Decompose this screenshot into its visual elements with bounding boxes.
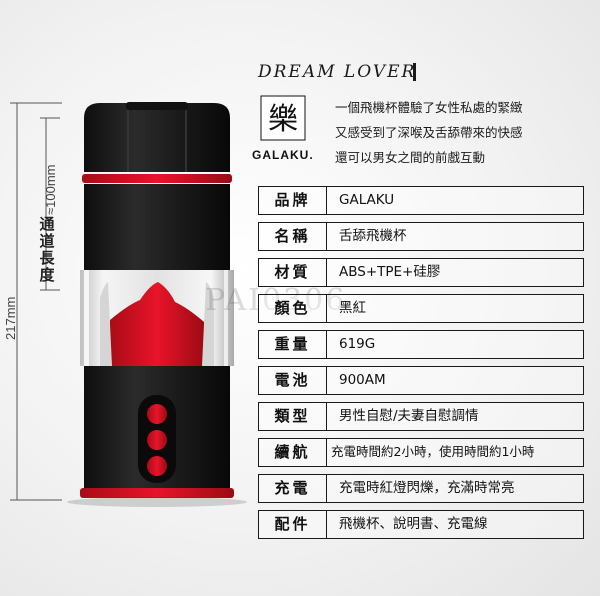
spec-row: 配件 飛機杯、說明書、充電線 xyxy=(258,510,584,539)
spec-label: 顏色 xyxy=(259,295,327,322)
spec-value: ABS+TPE+硅膠 xyxy=(339,264,441,280)
spec-value: 飛機杯、說明書、充電線 xyxy=(339,516,488,532)
spec-row: 材質 ABS+TPE+硅膠 xyxy=(258,258,584,287)
spec-value: 充電時紅燈閃爍，充滿時常亮 xyxy=(339,480,515,496)
spec-table: 品牌 GALAKU 名稱 舌舔飛機杯 材質 ABS+TPE+硅膠 顏色 黑紅 重… xyxy=(258,186,584,546)
spec-value: GALAKU xyxy=(339,192,395,208)
intro-line: 一個飛機杯體驗了女性私處的緊緻 xyxy=(335,100,523,115)
spec-value: 619G xyxy=(339,336,376,352)
brand-title: DREAM LOVER xyxy=(258,62,417,82)
spec-row: 續航 充電時間約2小時，使用時間約1小時 xyxy=(258,438,584,467)
spec-value: 黑紅 xyxy=(339,300,366,316)
brand-logo-icon: 樂 xyxy=(260,95,306,141)
spec-value: 男性自慰/夫妻自慰調情 xyxy=(339,408,479,424)
spec-label: 充電 xyxy=(259,475,327,502)
spec-label: 名稱 xyxy=(259,223,327,250)
watermark: PAI0306 xyxy=(205,283,347,318)
spec-value: 900AM xyxy=(339,372,386,388)
spec-label: 電池 xyxy=(259,367,327,394)
intro-text: 一個飛機杯體驗了女性私處的緊緻 又感受到了深喉及舌舔帶來的快感 還可以男女之間的… xyxy=(335,100,523,175)
spec-row: 充電 充電時紅燈閃爍，充滿時常亮 xyxy=(258,474,584,503)
spec-label: 重量 xyxy=(259,331,327,358)
logo-name: GALAKU. xyxy=(252,148,314,162)
spec-row: 名稱 舌舔飛機杯 xyxy=(258,222,584,251)
spec-value: 舌舔飛機杯 xyxy=(339,228,407,244)
title-divider xyxy=(413,63,416,81)
spec-label: 類型 xyxy=(259,403,327,430)
spec-value: 充電時間約2小時，使用時間約1小時 xyxy=(331,444,535,459)
spec-label: 配件 xyxy=(259,511,327,538)
spec-label: 材質 xyxy=(259,259,327,286)
spec-label: 品牌 xyxy=(259,187,327,214)
channel-length-title: 通道長度 xyxy=(39,215,55,284)
logo-glyph: 樂 xyxy=(268,102,298,137)
spec-label: 續航 xyxy=(259,439,327,466)
intro-line: 又感受到了深喉及舌舔帶來的快感 xyxy=(335,125,523,140)
intro-line: 還可以男女之間的前戲互動 xyxy=(335,150,486,165)
spec-row: 重量 619G xyxy=(258,330,584,359)
spec-row: 品牌 GALAKU xyxy=(258,186,584,215)
spec-row: 類型 男性自慰/夫妻自慰調情 xyxy=(258,402,584,431)
spec-row: 電池 900AM xyxy=(258,366,584,395)
spec-row: 顏色 黑紅 xyxy=(258,294,584,323)
